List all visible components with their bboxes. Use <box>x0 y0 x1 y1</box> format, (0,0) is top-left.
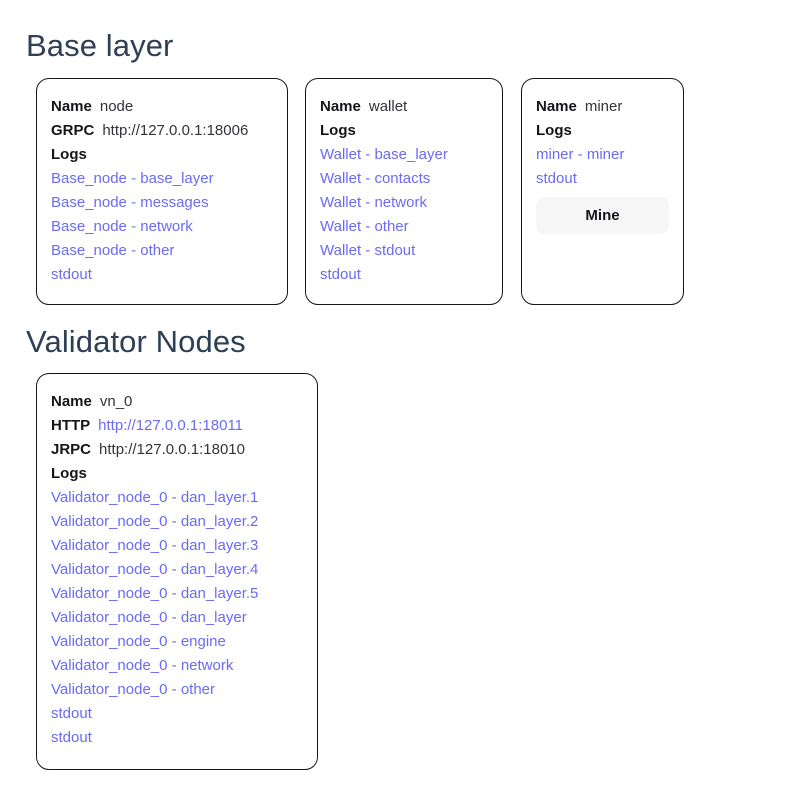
section-heading-base-layer: Base layer <box>26 28 174 63</box>
field-value-jrpc: http://127.0.0.1:18010 <box>99 441 245 458</box>
logs-label: Logs <box>51 465 87 482</box>
logs-label: Logs <box>320 122 356 139</box>
log-link[interactable]: Base_node - other <box>51 242 175 259</box>
logs-label: Logs <box>51 146 87 163</box>
section-heading-validator-nodes: Validator Nodes <box>26 324 246 359</box>
field-row-name: Name wallet <box>320 95 488 119</box>
log-link[interactable]: Wallet - contacts <box>320 170 431 187</box>
field-value-name: wallet <box>368 98 408 115</box>
field-label-name: Name <box>320 98 361 115</box>
field-value-grpc: http://127.0.0.1:18006 <box>102 122 249 139</box>
log-link-stdout[interactable]: stdout <box>320 266 361 283</box>
log-link[interactable]: Base_node - base_layer <box>51 170 214 187</box>
field-row-grpc: GRPC http://127.0.0.1:18006 <box>51 119 273 143</box>
log-link[interactable]: Wallet - base_layer <box>320 146 448 163</box>
log-link[interactable]: miner - miner <box>536 146 625 163</box>
log-link[interactable]: Wallet - other <box>320 218 409 235</box>
node-card: Name node GRPC http://127.0.0.1:18006 Lo… <box>36 78 288 305</box>
field-value-name: miner <box>584 98 623 115</box>
log-link-stdout[interactable]: stdout <box>51 705 92 722</box>
validator-node-card: Name vn_0 HTTP http://127.0.0.1:18011 JR… <box>36 373 318 770</box>
field-label-name: Name <box>536 98 577 115</box>
log-link-list: Base_node - base_layer Base_node - messa… <box>51 167 273 287</box>
log-link[interactable]: Validator_node_0 - dan_layer.3 <box>51 537 259 554</box>
field-label-grpc: GRPC <box>51 122 95 139</box>
log-link-list: miner - miner stdout <box>536 143 669 191</box>
field-value-http-link[interactable]: http://127.0.0.1:18011 <box>98 417 244 434</box>
field-value-name: vn_0 <box>99 393 133 410</box>
log-link[interactable]: Validator_node_0 - dan_layer <box>51 609 247 626</box>
field-value-name: node <box>99 98 134 115</box>
miner-card: Name miner Logs miner - miner stdout Min… <box>521 78 684 305</box>
log-link-list: Validator_node_0 - dan_layer.1 Validator… <box>51 486 303 750</box>
log-link[interactable]: Base_node - messages <box>51 194 209 211</box>
log-link-stdout[interactable]: stdout <box>51 729 92 746</box>
field-row-name: Name miner <box>536 95 669 119</box>
log-link[interactable]: Validator_node_0 - dan_layer.2 <box>51 513 259 530</box>
field-label-name: Name <box>51 98 92 115</box>
log-link-stdout[interactable]: stdout <box>51 266 92 283</box>
log-link[interactable]: Base_node - network <box>51 218 193 235</box>
log-link[interactable]: Validator_node_0 - engine <box>51 633 226 650</box>
field-row-jrpc: JRPC http://127.0.0.1:18010 <box>51 438 303 462</box>
wallet-card: Name wallet Logs Wallet - base_layer Wal… <box>305 78 503 305</box>
log-link[interactable]: Wallet - network <box>320 194 427 211</box>
log-link[interactable]: Validator_node_0 - dan_layer.5 <box>51 585 259 602</box>
mine-button[interactable]: Mine <box>536 197 669 234</box>
log-link[interactable]: Wallet - stdout <box>320 242 416 259</box>
log-link[interactable]: Validator_node_0 - dan_layer.4 <box>51 561 259 578</box>
field-row-name: Name node <box>51 95 273 119</box>
log-link-list: Wallet - base_layer Wallet - contacts Wa… <box>320 143 488 287</box>
field-label-jrpc: JRPC <box>51 441 92 458</box>
field-row-http: HTTP http://127.0.0.1:18011 <box>51 414 303 438</box>
field-row-name: Name vn_0 <box>51 390 303 414</box>
log-link[interactable]: Validator_node_0 - dan_layer.1 <box>51 489 259 506</box>
field-label-http: HTTP <box>51 417 91 434</box>
field-label-name: Name <box>51 393 92 410</box>
log-link[interactable]: Validator_node_0 - other <box>51 681 216 698</box>
logs-label: Logs <box>536 122 572 139</box>
log-link[interactable]: Validator_node_0 - network <box>51 657 234 674</box>
log-link-stdout[interactable]: stdout <box>536 170 577 187</box>
